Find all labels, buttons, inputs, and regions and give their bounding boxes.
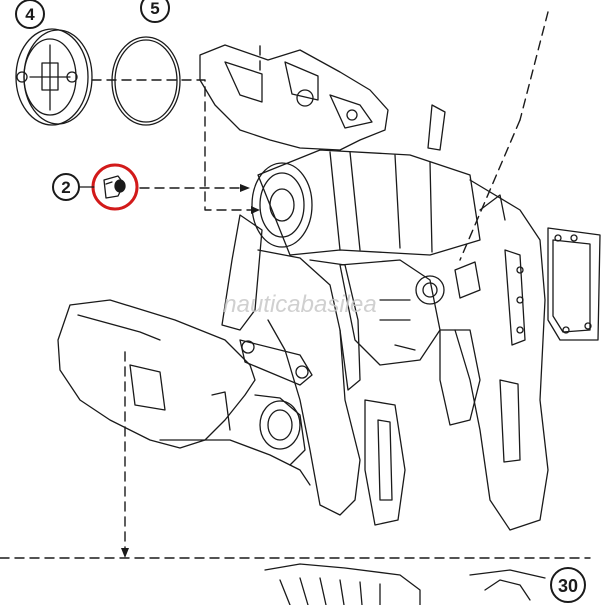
watermark-text: nauticabasilea (223, 291, 376, 318)
callout-5-label: 5 (150, 0, 159, 18)
callout-5: 5 (140, 0, 170, 23)
part-5-oring (111, 36, 181, 126)
callout-30: 30 (550, 567, 586, 603)
engine-assembly (199, 44, 549, 531)
part-4-cover (15, 28, 93, 126)
leader-lines (0, 11, 591, 559)
callout-4: 4 (15, 0, 45, 29)
right-panel (547, 227, 601, 341)
arrow-head (240, 184, 250, 192)
callout-2: 2 (52, 173, 95, 201)
callout-4-label: 4 (25, 5, 35, 24)
bolt-connector-icon (103, 175, 126, 199)
callout-30-label: 30 (558, 576, 578, 596)
callout-2-label: 2 (61, 178, 70, 197)
bottom-parts (264, 563, 546, 605)
arrow-head (121, 548, 129, 558)
arrow-head (251, 206, 260, 214)
lower-housing (57, 299, 311, 486)
